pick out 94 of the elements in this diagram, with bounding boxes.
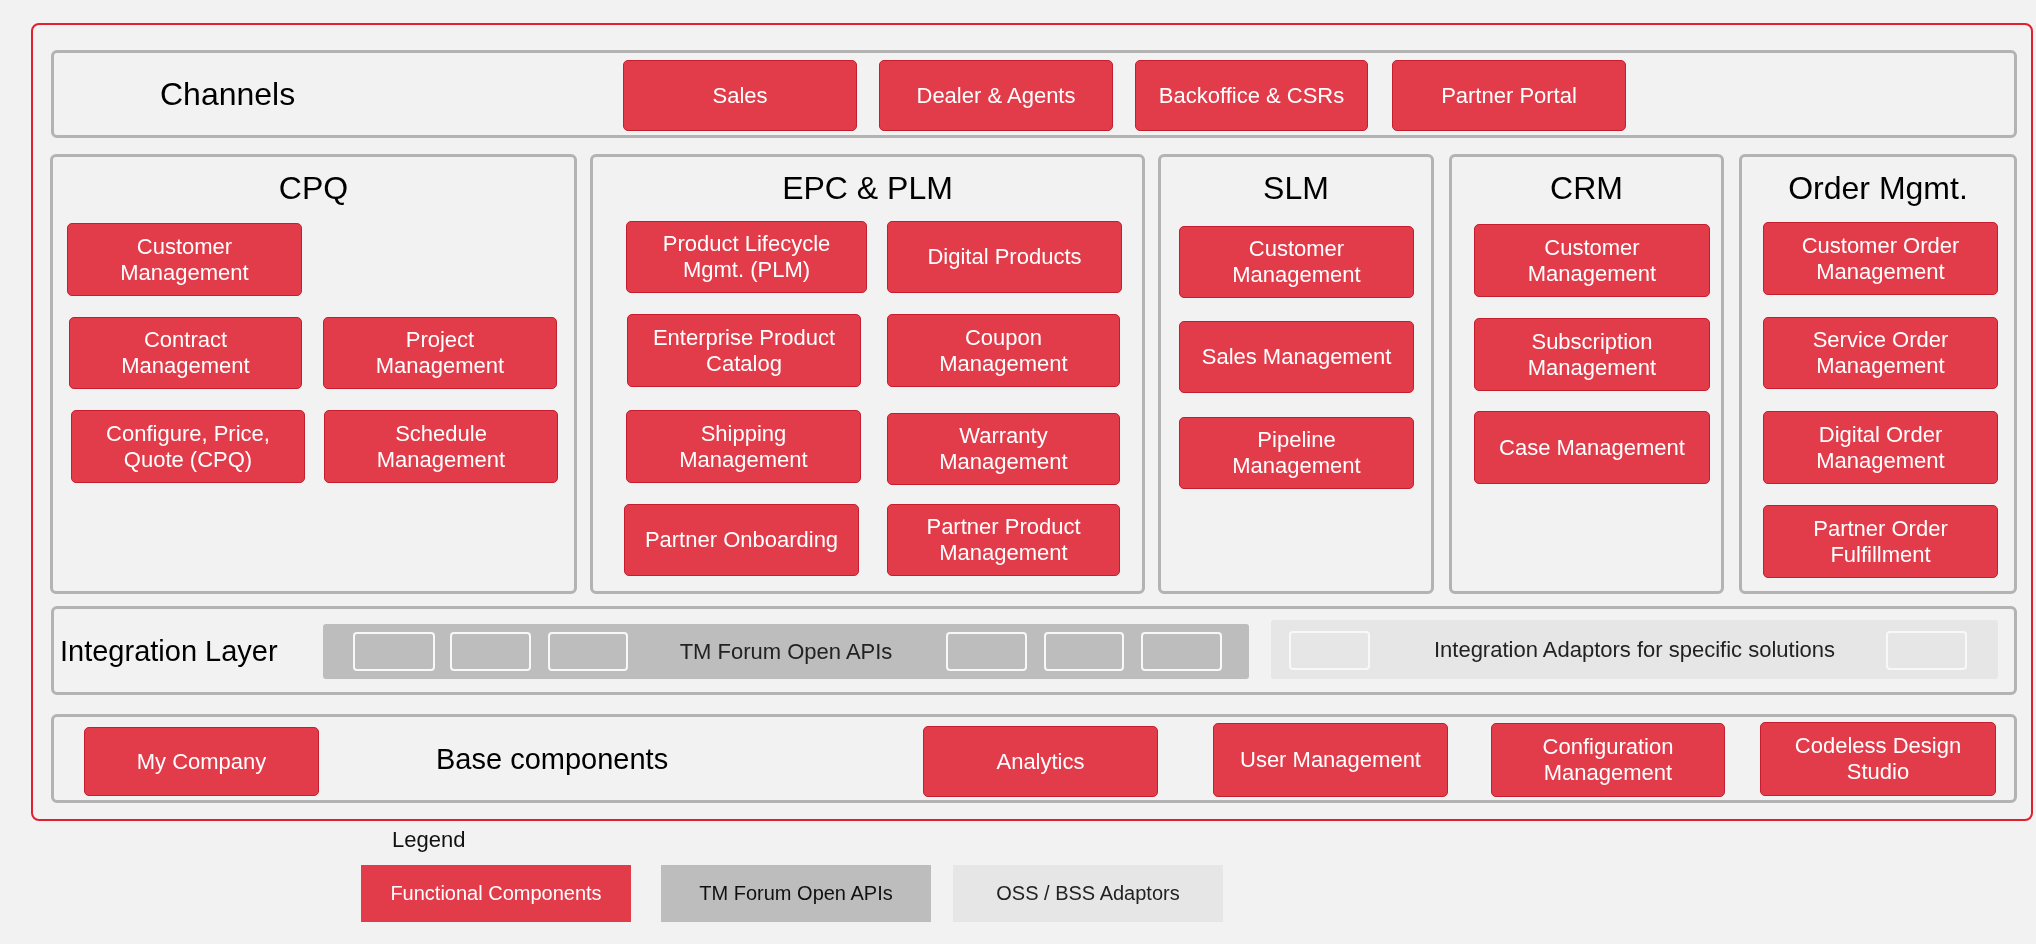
placeholder-box	[946, 632, 1027, 671]
box-label: Partner Product Management	[925, 514, 1082, 566]
component-box	[67, 223, 302, 296]
component-box	[1491, 723, 1725, 797]
component-box	[1763, 411, 1998, 484]
component-box	[1392, 60, 1626, 131]
box-label: Backoffice & CSRs	[1158, 82, 1345, 109]
component-box	[1179, 321, 1414, 393]
box-label: Shipping Management	[678, 420, 809, 473]
box-label: Subscription Management	[1526, 328, 1658, 381]
component-box	[324, 410, 558, 483]
box-label: Analytics	[996, 748, 1085, 775]
placeholder-box	[1141, 632, 1222, 671]
group-panel	[1449, 154, 1724, 594]
placeholder-box	[1044, 632, 1124, 671]
box-label: My Company	[136, 748, 267, 775]
section-band	[51, 606, 2017, 695]
section-title: Integration Layer	[60, 634, 278, 667]
box-label: Sales	[712, 82, 768, 109]
component-box	[69, 317, 302, 389]
box-label: Customer Management	[1231, 236, 1362, 288]
component-box	[84, 727, 319, 796]
section-band	[51, 714, 2017, 803]
box-label: Configure, Price, Quote (CPQ)	[105, 420, 271, 473]
box-label: Schedule Management	[375, 420, 507, 473]
group-panel	[50, 154, 577, 594]
component-box	[1760, 722, 1996, 796]
component-box	[887, 314, 1120, 387]
bar-label: TM Forum Open APIs	[679, 638, 893, 665]
box-label: Project Management	[374, 327, 506, 379]
box-label: Warranty Management	[938, 423, 1069, 475]
box-label: Product Lifecycle Mgmt. (PLM)	[661, 231, 832, 283]
component-box	[71, 410, 305, 483]
section-title: Order Mgmt.	[1788, 171, 1968, 207]
component-box	[624, 504, 859, 576]
component-box	[923, 726, 1158, 797]
legend-text: Functional Components	[390, 882, 602, 905]
box-label: Customer Order Management	[1800, 232, 1961, 285]
box-label: Case Management	[1499, 434, 1685, 461]
component-box	[1763, 222, 1998, 295]
box-label: Contract Management	[120, 327, 251, 379]
section-title: SLM	[1263, 171, 1329, 207]
box-label: Customer Management	[1526, 234, 1658, 287]
box-label: Digital Products	[927, 244, 1082, 270]
section-title: CRM	[1550, 171, 1623, 207]
component-box	[626, 221, 867, 293]
box-label: Customer Management	[119, 233, 250, 286]
section-title: Base components	[436, 742, 669, 775]
component-box	[1474, 224, 1710, 297]
component-box	[623, 60, 857, 131]
section-title: Channels	[160, 75, 296, 113]
placeholder-box	[353, 632, 435, 671]
group-panel	[1739, 154, 2017, 594]
box-label: Service Order Management	[1811, 327, 1950, 379]
group-panel	[1158, 154, 1434, 594]
box-label: Enterprise Product Catalog	[651, 324, 837, 377]
box-label: Pipeline Management	[1231, 427, 1362, 479]
component-box	[1763, 317, 1998, 389]
box-label: Sales Management	[1201, 344, 1392, 370]
component-box	[1179, 417, 1414, 489]
box-label: Partner Onboarding	[644, 527, 839, 553]
api-bar	[323, 624, 1249, 679]
box-label: User Management	[1240, 747, 1421, 773]
box-label: Codeless Design Studio	[1793, 733, 1963, 785]
component-box	[1474, 318, 1710, 391]
box-label: Partner Portal	[1441, 82, 1577, 109]
component-box	[626, 410, 861, 483]
outer-frame	[31, 23, 2033, 821]
component-box	[1763, 505, 1998, 578]
box-label: Dealer & Agents	[916, 82, 1076, 109]
component-box	[1135, 60, 1368, 131]
legend-text: TM Forum Open APIs	[699, 882, 893, 905]
box-label: Coupon Management	[938, 324, 1069, 377]
placeholder-box	[548, 632, 628, 671]
section-title: CPQ	[278, 171, 349, 207]
group-panel	[590, 154, 1145, 594]
component-box	[1474, 411, 1710, 484]
legend-text: OSS / BSS Adaptors	[996, 882, 1180, 905]
component-box	[887, 504, 1120, 576]
section-band	[51, 50, 2017, 138]
component-box	[879, 60, 1113, 131]
bar-label: Integration Adaptors for specific solutions	[1433, 636, 1836, 663]
placeholder-box	[450, 632, 531, 671]
section-title: EPC & PLM	[782, 171, 953, 207]
legend-title: Legend	[392, 827, 466, 853]
box-label: Partner Order Fulfillment	[1812, 515, 1949, 568]
component-box	[887, 221, 1122, 293]
box-label: Digital Order Management	[1815, 421, 1946, 474]
component-box	[1179, 226, 1414, 298]
component-box	[887, 413, 1120, 485]
component-box	[323, 317, 557, 389]
box-label: Configuration Management	[1541, 734, 1675, 786]
component-box	[627, 314, 861, 387]
component-box	[1213, 723, 1448, 797]
